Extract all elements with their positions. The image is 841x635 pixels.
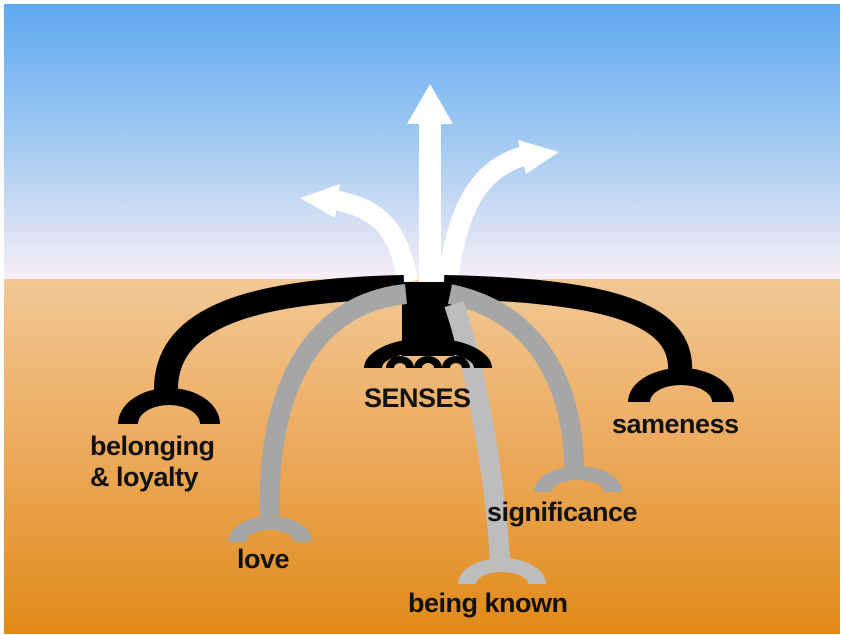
label-senses: SENSES (364, 383, 471, 413)
arrow-head-right (518, 140, 559, 174)
growth-arrows (300, 84, 559, 284)
root-significance (447, 284, 584, 471)
cap-senses-small-2 (414, 356, 442, 368)
cap-being-known (458, 558, 546, 584)
arrow-head-left (300, 184, 340, 218)
label-belonging-line2: & loyalty (90, 462, 199, 492)
cap-senses-small-1 (386, 356, 414, 368)
root-being-known (444, 300, 510, 561)
roots-diagram: SENSES belonging & loyalty sameness love… (4, 4, 840, 634)
label-belonging-line1: belonging (90, 431, 214, 461)
cap-belonging (118, 388, 220, 424)
gray-roots (259, 284, 584, 561)
arrow-stem-left (332, 190, 418, 284)
label-love: love (237, 544, 290, 574)
arrow-stem-right (438, 146, 528, 284)
arrow-head-center (407, 84, 453, 124)
cap-love (228, 516, 312, 542)
cap-senses-main (364, 338, 492, 368)
label-being-known: being known (408, 588, 568, 618)
diagram-frame: SENSES belonging & loyalty sameness love… (4, 4, 840, 634)
cap-senses-small-3 (442, 356, 470, 368)
label-sameness: sameness (612, 409, 739, 439)
root-love (259, 284, 408, 517)
cap-significance (534, 466, 622, 492)
root-belonging (153, 275, 405, 393)
label-significance: significance (487, 497, 638, 527)
cap-sameness (628, 368, 734, 402)
root-sameness (443, 275, 693, 373)
labels: SENSES belonging & loyalty sameness love… (90, 383, 739, 618)
root-caps (118, 338, 734, 584)
